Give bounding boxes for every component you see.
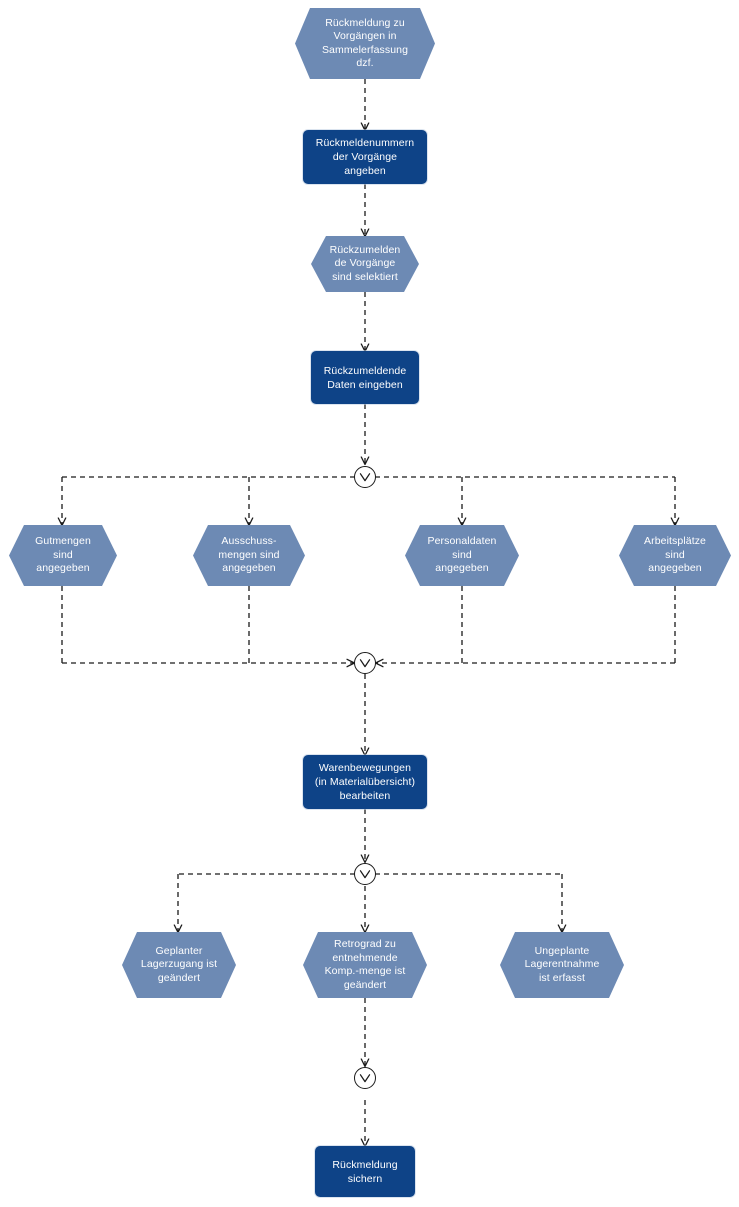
- xor-connector-join-2[interactable]: [354, 1067, 376, 1089]
- event-ungeplante-lagerentnahme-erfasst[interactable]: Ungeplante Lagerentnahme ist erfasst: [500, 932, 624, 998]
- xor-connector-split-2[interactable]: [354, 863, 376, 885]
- event-gutmengen-angegeben[interactable]: Gutmengen sind angegeben: [9, 525, 117, 586]
- event-label: Ausschuss- mengen sind angegeben: [218, 535, 280, 575]
- event-label: Rückmeldung zu Vorgängen in Sammelerfass…: [321, 16, 409, 69]
- event-label: Ungeplante Lagerentnahme ist erfasst: [524, 944, 600, 984]
- event-label: Gutmengen sind angegeben: [35, 535, 91, 575]
- xor-connector-join-1[interactable]: [354, 652, 376, 674]
- event-arbeitsplaetze-angegeben[interactable]: Arbeitsplätze sind angegeben: [619, 525, 731, 586]
- function-warenbewegungen-bearbeiten[interactable]: Warenbewegungen (in Materialübersicht) b…: [303, 755, 427, 809]
- event-label: Geplanter Lagerzugang ist geändert: [140, 944, 218, 984]
- function-label: Rückmeldung sichern: [332, 1158, 398, 1185]
- event-label: Rückzumelden de Vorgänge sind selektiert: [329, 243, 401, 283]
- function-label: Rückzumeldende Daten eingeben: [323, 364, 407, 391]
- xor-connector-split-1[interactable]: [354, 466, 376, 488]
- event-vorgaenge-selektiert[interactable]: Rückzumelden de Vorgänge sind selektiert: [311, 236, 419, 292]
- function-label: Warenbewegungen (in Materialübersicht) b…: [314, 762, 416, 802]
- function-rueckzumeldende-daten-eingeben[interactable]: Rückzumeldende Daten eingeben: [311, 351, 419, 404]
- event-personaldaten-angegeben[interactable]: Personaldaten sind angegeben: [405, 525, 519, 586]
- event-label: Arbeitsplätze sind angegeben: [644, 535, 706, 575]
- function-label: Rückmeldenummern der Vorgänge angeben: [315, 137, 415, 177]
- event-geplanter-lagerzugang-geaendert[interactable]: Geplanter Lagerzugang ist geändert: [122, 932, 236, 998]
- function-rueckmeldenummern-angeben[interactable]: Rückmeldenummern der Vorgänge angeben: [303, 130, 427, 184]
- event-label: Personaldaten sind angegeben: [427, 535, 497, 575]
- xor-symbol-icon: [359, 870, 371, 879]
- xor-symbol-icon: [359, 659, 371, 668]
- xor-symbol-icon: [359, 1074, 371, 1083]
- event-retrograd-komp-menge-geaendert[interactable]: Retrograd zu entnehmende Komp.-menge ist…: [303, 932, 427, 998]
- xor-symbol-icon: [359, 473, 371, 482]
- event-ausschussmengen-angegeben[interactable]: Ausschuss- mengen sind angegeben: [193, 525, 305, 586]
- event-label: Retrograd zu entnehmende Komp.-menge ist…: [324, 938, 406, 991]
- function-rueckmeldung-sichern[interactable]: Rückmeldung sichern: [315, 1146, 415, 1197]
- event-rueckmeldung-sammelerfassung[interactable]: Rückmeldung zu Vorgängen in Sammelerfass…: [295, 8, 435, 79]
